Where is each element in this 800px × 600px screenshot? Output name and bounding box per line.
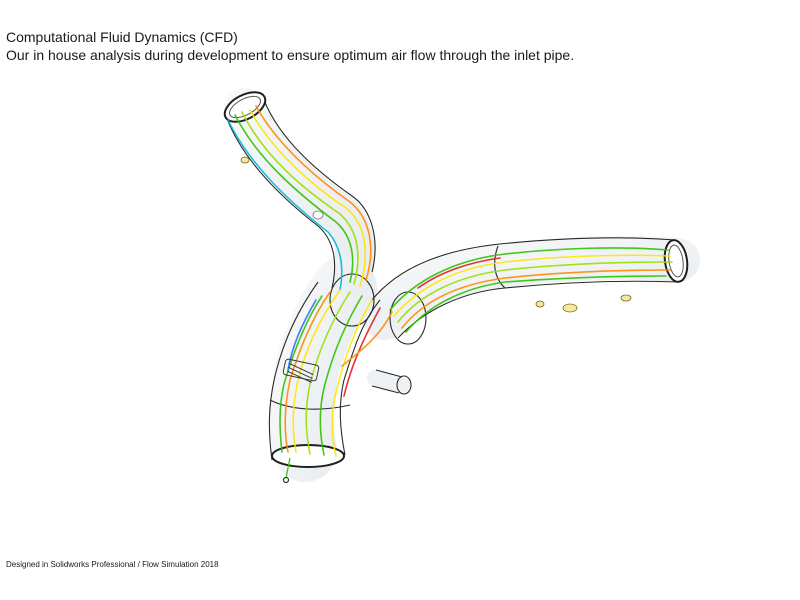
outlet-probe bbox=[282, 457, 291, 484]
pipe-outline bbox=[225, 99, 681, 461]
flow-trajectories bbox=[227, 105, 673, 457]
pipe-fittings bbox=[240, 156, 632, 313]
filter-grille bbox=[282, 358, 320, 383]
page-subtitle: Our in house analysis during development… bbox=[6, 47, 575, 63]
page-title: Computational Fluid Dynamics (CFD) bbox=[6, 29, 238, 45]
pipe-openings bbox=[223, 91, 689, 468]
footer-credit: Designed in Solidworks Professional / Fl… bbox=[6, 560, 219, 569]
